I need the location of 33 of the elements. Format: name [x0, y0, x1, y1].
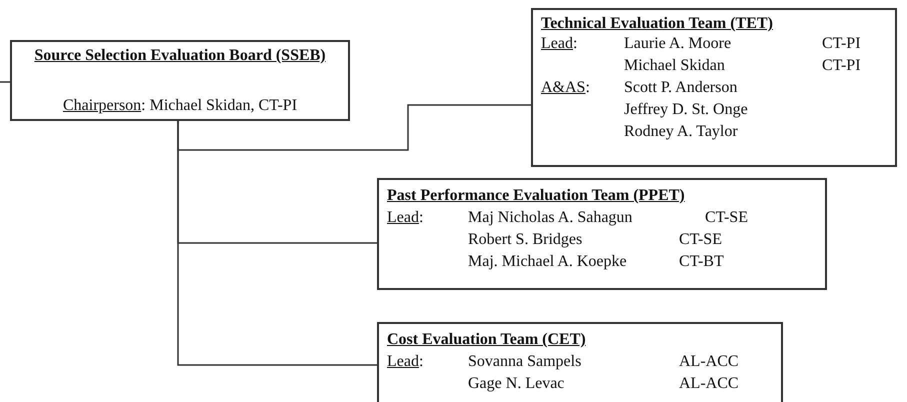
team-title: Technical Evaluation Team (TET) — [541, 14, 773, 34]
role-label: Lead: — [387, 208, 424, 228]
role-label: A&AS: — [541, 78, 590, 98]
member-text: Gage N. Levac — [468, 374, 564, 394]
member-text: Rodney A. Taylor — [624, 122, 738, 142]
team-box — [377, 178, 827, 290]
board-title: Source Selection Evaluation Board (SSEB) — [33, 46, 327, 66]
connector-line — [0, 81, 10, 83]
chairperson-text: Chairperson: Michael Skidan, CT-PI — [62, 96, 298, 116]
member-text: Maj Nicholas A. Sahagun — [468, 208, 632, 228]
team-title: Cost Evaluation Team (CET) — [387, 330, 586, 350]
member-text: Maj. Michael A. Koepke — [468, 252, 627, 272]
member-text: CT-BT — [679, 252, 724, 272]
member-text: Scott P. Anderson — [624, 78, 738, 98]
team-title: Past Performance Evaluation Team (PPET) — [387, 186, 685, 206]
member-text: Laurie A. Moore — [624, 34, 732, 54]
member-text: CT-PI — [822, 56, 861, 76]
member-text: Jeffrey D. St. Onge — [624, 100, 748, 120]
member-text: Robert S. Bridges — [468, 230, 582, 250]
connector-line — [177, 104, 531, 151]
team-box — [377, 322, 783, 402]
member-text: CT-PI — [822, 34, 861, 54]
member-text: Michael Skidan — [624, 56, 725, 76]
connector-line — [177, 121, 377, 366]
member-text: CT-SE — [679, 230, 722, 250]
role-label: Lead: — [387, 352, 424, 372]
board-box — [10, 40, 350, 121]
team-box — [531, 8, 897, 167]
member-text: AL-ACC — [679, 374, 739, 394]
member-text: Sovanna Sampels — [468, 352, 582, 372]
member-text: AL-ACC — [679, 352, 739, 372]
role-label: Lead: — [541, 34, 578, 54]
member-text: CT-SE — [705, 208, 748, 228]
